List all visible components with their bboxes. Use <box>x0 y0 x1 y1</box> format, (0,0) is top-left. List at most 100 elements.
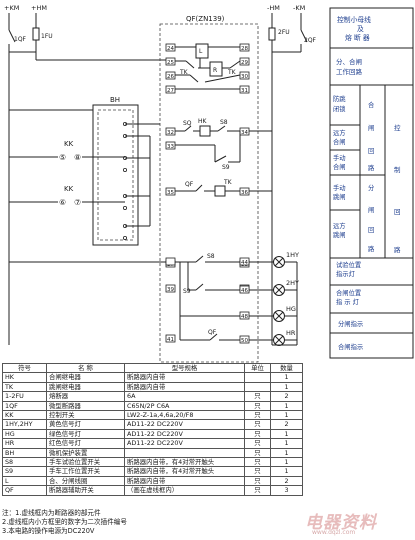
svg-text:分闸指示: 分闸指示 <box>338 319 363 328</box>
kk-switch-close: KK ⑤ ⑧ <box>9 140 125 162</box>
svg-text:32: 32 <box>167 130 174 136</box>
table-header: 符号 <box>2 362 47 374</box>
svg-text:31: 31 <box>241 88 248 94</box>
svg-text:合闸: 合闸 <box>333 137 346 146</box>
svg-text:合闸位置: 合闸位置 <box>336 288 361 297</box>
svg-text:试验位置: 试验位置 <box>336 260 361 269</box>
watermark-logo: 电器资料 <box>305 513 377 533</box>
fuse-2fu <box>268 27 276 41</box>
lamp-hg: HG <box>249 305 297 322</box>
sq-label: SQ <box>183 120 192 127</box>
kk1-name: KK <box>64 140 74 148</box>
svg-text:制: 制 <box>394 165 401 174</box>
svg-text:⑦: ⑦ <box>74 198 81 207</box>
svg-text:24: 24 <box>167 46 174 52</box>
tripping-circuit: QF TK <box>175 179 272 197</box>
sheet-terminals: 44 46 48 50 <box>239 257 250 344</box>
svg-text:44: 44 <box>241 260 248 266</box>
svg-text:远方: 远方 <box>333 128 346 137</box>
svg-text:工作回路: 工作回路 <box>336 67 363 76</box>
svg-text:41: 41 <box>167 337 174 343</box>
svg-text:50: 50 <box>241 338 248 344</box>
breaker-title: QF(ZN139) <box>186 15 225 23</box>
terminal-39 <box>165 284 176 293</box>
svg-text:27: 27 <box>167 88 174 94</box>
svg-text:⑤: ⑤ <box>59 153 66 162</box>
svg-text:手动: 手动 <box>333 153 346 162</box>
svg-text:48: 48 <box>241 314 248 320</box>
note-line: 注：1.虚线框内为断路器的部元件 <box>2 509 101 517</box>
s8b-label: S8 <box>207 253 215 260</box>
watermark-url: www.dqzl.com <box>312 529 356 536</box>
bus-label-nhm: -HM <box>267 4 280 12</box>
svg-text:跳闸: 跳闸 <box>333 192 346 201</box>
svg-text:合闸指示: 合闸指示 <box>338 342 363 351</box>
svg-text:TK: TK <box>179 69 189 76</box>
svg-text:25: 25 <box>167 60 174 66</box>
note-line: 2.虚线框内小方框里的数字为二次插件编号 <box>2 518 127 526</box>
table-header-row: 符号 名 称 型号规格 单位 数量 <box>2 362 303 374</box>
svg-text:路: 路 <box>394 245 401 254</box>
svg-text:闭锁: 闭锁 <box>333 104 346 113</box>
table-header: 名 称 <box>46 362 125 374</box>
table-header: 单位 <box>244 362 271 374</box>
svg-text:指 示 灯: 指 示 灯 <box>336 297 360 306</box>
tk-label: TK <box>223 179 233 186</box>
hk-label: HK <box>198 118 208 125</box>
svg-text:⑥: ⑥ <box>59 198 66 207</box>
svg-text:39: 39 <box>167 287 174 293</box>
svg-text:控: 控 <box>394 123 401 132</box>
svg-text:闸: 闸 <box>368 124 374 132</box>
svg-text:合: 合 <box>368 100 375 109</box>
kk2-name: KK <box>64 185 74 193</box>
lamp-2hy: 2HY <box>249 279 299 296</box>
svg-text:远方: 远方 <box>333 221 346 230</box>
protection-device-bh: BH <box>92 96 160 246</box>
svg-text:35: 35 <box>167 190 174 196</box>
lamp-label-hr: HR <box>286 329 296 337</box>
bh-label: BH <box>110 96 120 104</box>
fuse-label-1qf: 1QF <box>14 36 27 43</box>
table-header: 型号规格 <box>124 362 245 374</box>
svg-text:分: 分 <box>368 183 375 192</box>
svg-text:手动: 手动 <box>333 183 346 192</box>
svg-text:46: 46 <box>241 288 248 294</box>
svg-text:回: 回 <box>368 147 374 155</box>
fuse-1fu <box>32 27 40 41</box>
svg-text:回: 回 <box>368 226 374 234</box>
svg-text:⑧: ⑧ <box>74 153 81 162</box>
svg-text:34: 34 <box>241 130 248 136</box>
svg-text:合闸: 合闸 <box>333 162 346 171</box>
qf2-label: QF <box>208 329 217 336</box>
breaker-qf-box: QF(ZN139) 24 25 26 27 28 29 30 31 L R TK… <box>159 15 259 363</box>
svg-text:26: 26 <box>167 74 174 80</box>
terminal-41 <box>165 334 176 343</box>
breaker-2qf-switch <box>300 29 308 43</box>
svg-text:路: 路 <box>368 163 375 172</box>
qf-label: QF <box>185 181 194 188</box>
svg-text:路: 路 <box>368 244 375 253</box>
svg-text:分、合闸: 分、合闸 <box>336 57 362 66</box>
fuse-label-2fu: 2FU <box>278 29 290 36</box>
closing-circuit: SQ HK S8 S9 <box>175 118 272 171</box>
notes: 注：1.虚线框内为断路器的部元件 2.虚线框内小方框里的数字为二次插件编号 3.… <box>2 509 302 536</box>
kk-switch-trip: KK ⑥ ⑦ <box>9 185 125 207</box>
lamp-hr: HR <box>249 329 297 346</box>
relay-hk <box>199 125 211 137</box>
s9b-label: S9 <box>183 288 191 295</box>
lamp-label-2hy: 2HY <box>286 279 299 287</box>
signal-circuit: S8 S9 QF <box>9 253 240 341</box>
breaker-1qf-switch <box>8 29 16 43</box>
